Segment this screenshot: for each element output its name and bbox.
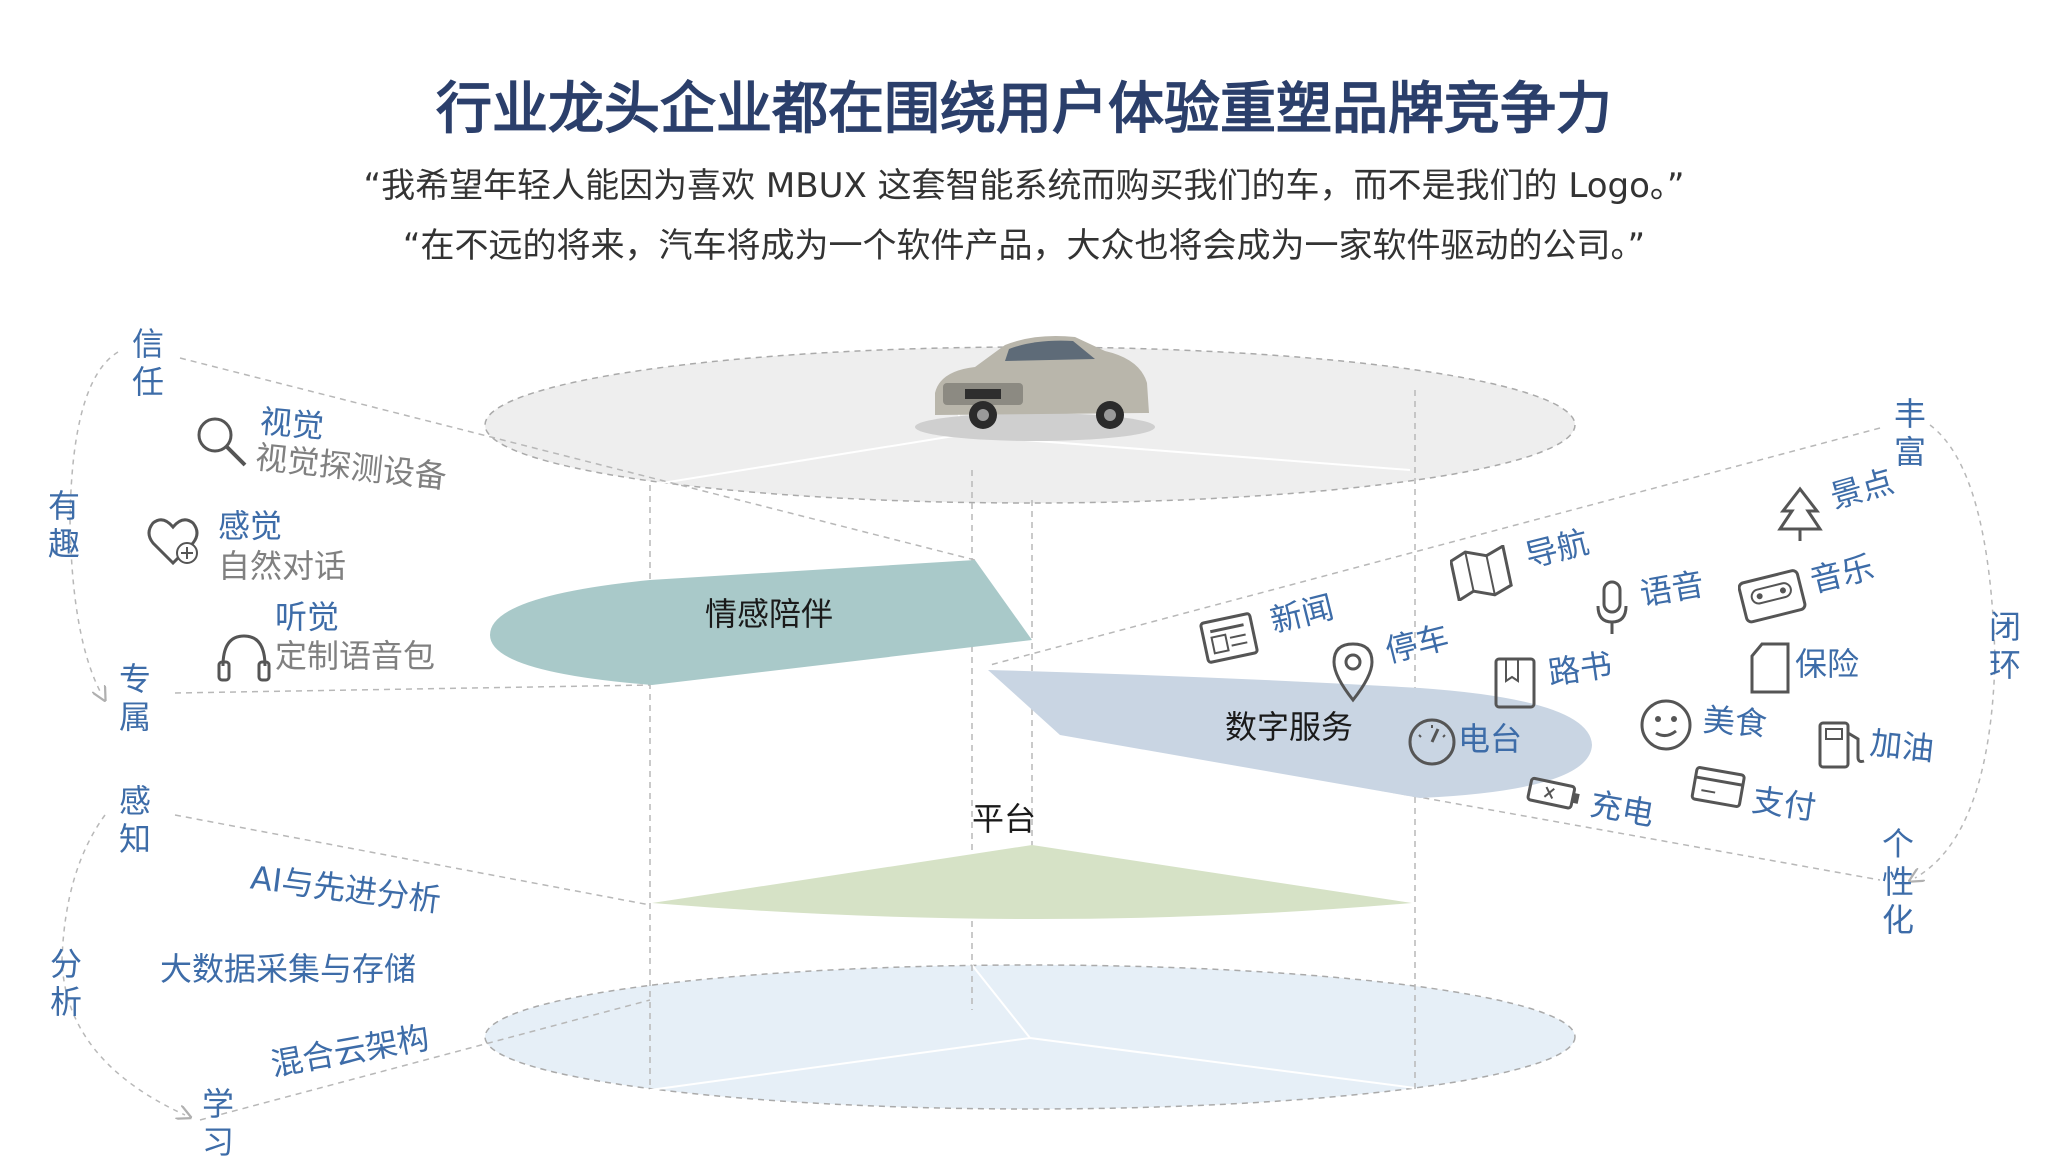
axis-fun: 有趣	[47, 487, 80, 563]
sense-hearing-label: 听觉	[275, 598, 340, 636]
service-insurance-label: 保险	[1795, 645, 1860, 683]
axis-learn: 学习	[201, 1085, 234, 1161]
layer-platform-label: 平台	[972, 800, 1037, 838]
emotion-layer-shape	[490, 560, 1032, 685]
axis-exclusive: 专属	[118, 660, 151, 736]
face-icon	[1640, 699, 1692, 751]
microphone-icon	[1596, 580, 1628, 634]
axis-perceive: 感知	[118, 782, 151, 858]
sense-feeling-label: 感觉	[218, 507, 283, 545]
magnifier-icon	[197, 417, 247, 467]
platform-layer-shape	[652, 845, 1412, 919]
service-fuel-label: 加油	[1868, 723, 1936, 769]
quote-software: “在不远的将来，汽车将成为一个软件产品，大众也将会成为一家软件驱动的公司。”	[402, 226, 1646, 266]
layer-emotion-label: 情感陪伴	[705, 595, 834, 633]
sense-feeling-sub: 自然对话	[218, 547, 347, 585]
layer-digital-label: 数字服务	[1225, 708, 1354, 746]
axis-rich: 丰富	[1893, 395, 1926, 471]
axis-trust: 信任	[131, 325, 164, 401]
book-icon	[1494, 657, 1536, 709]
service-food-label: 美食	[1701, 700, 1769, 744]
axis-personal: 个性化	[1881, 825, 1914, 939]
card-icon	[1690, 766, 1746, 808]
car-image	[915, 336, 1155, 441]
digital-layer-shape	[988, 670, 1592, 798]
tree-icon	[1777, 486, 1823, 541]
quote-mbux: “我希望年轻人能因为喜欢 MBUX 这套智能系统而购买我们的车，而不是我们的 L…	[363, 166, 1685, 206]
axis-analyze: 分析	[49, 945, 82, 1021]
axis-closed-loop: 闭环	[1988, 608, 2021, 684]
service-radio-label: 电台	[1458, 720, 1523, 758]
map-icon	[1450, 545, 1513, 601]
fuel-pump-icon	[1818, 721, 1865, 769]
battery-icon	[1526, 776, 1580, 810]
heart-plus-icon	[147, 518, 199, 566]
platform-item-bigdata: 大数据采集与存储	[160, 950, 417, 988]
location-pin-icon	[1332, 642, 1374, 703]
page-title: 行业龙头企业都在围绕用户体验重塑品牌竞争力	[436, 77, 1612, 142]
cassette-icon	[1738, 569, 1807, 624]
radio-dial-icon	[1408, 718, 1456, 766]
headphones-icon	[217, 634, 271, 682]
newspaper-icon	[1199, 612, 1259, 664]
document-icon	[1750, 642, 1790, 694]
sense-hearing-sub: 定制语音包	[275, 637, 436, 675]
